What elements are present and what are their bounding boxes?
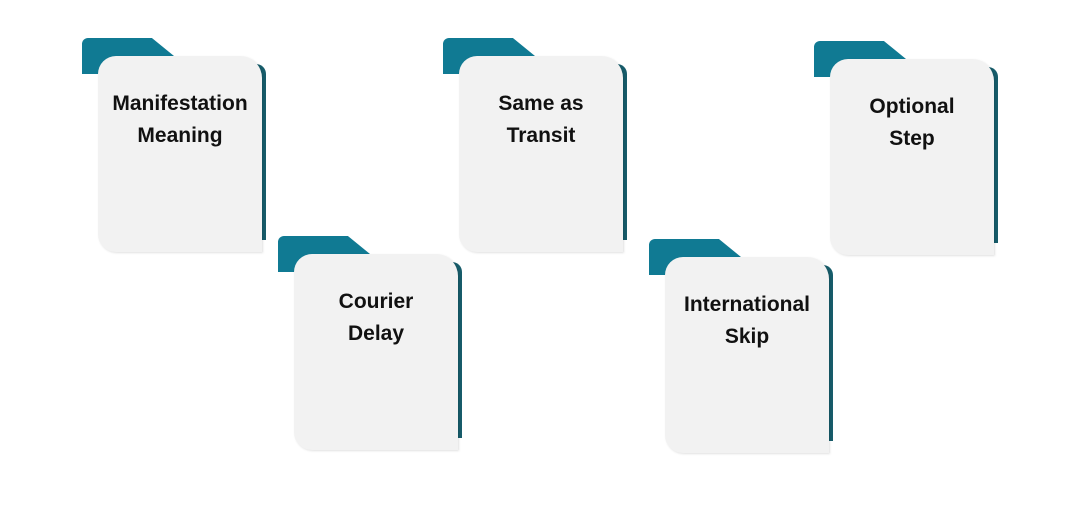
card-label-line-2: Skip bbox=[724, 325, 770, 348]
card-label: Same as Transit bbox=[459, 56, 623, 184]
card-optional-step: Optional Step bbox=[814, 41, 998, 257]
card-label-line-1: Manifestation bbox=[112, 92, 248, 115]
card-label-line-1: Courier bbox=[338, 290, 414, 313]
card-label-line-1: International bbox=[683, 293, 810, 316]
card-courier-delay: Courier Delay bbox=[278, 236, 462, 452]
card-page bbox=[294, 254, 458, 450]
card-international-skip: International Skip bbox=[649, 239, 833, 455]
card-same-as-transit: Same as Transit bbox=[443, 38, 627, 254]
card-page bbox=[665, 257, 829, 453]
card-manifestation-meaning: Manifestation Meaning bbox=[82, 38, 266, 254]
card-label-line-2: Meaning bbox=[137, 124, 223, 147]
card-label: International Skip bbox=[665, 257, 829, 385]
card-label: Manifestation Meaning bbox=[98, 56, 262, 184]
card-label-line-1: Same as bbox=[498, 92, 584, 115]
card-label-line-2: Delay bbox=[347, 322, 405, 345]
card-label: Optional Step bbox=[830, 59, 994, 187]
card-label-line-2: Transit bbox=[506, 124, 576, 147]
card-label-line-2: Step bbox=[889, 127, 935, 150]
card-page bbox=[98, 56, 262, 252]
card-page bbox=[830, 59, 994, 255]
card-page bbox=[459, 56, 623, 252]
card-label: Courier Delay bbox=[294, 254, 458, 382]
card-label-line-1: Optional bbox=[869, 95, 955, 118]
